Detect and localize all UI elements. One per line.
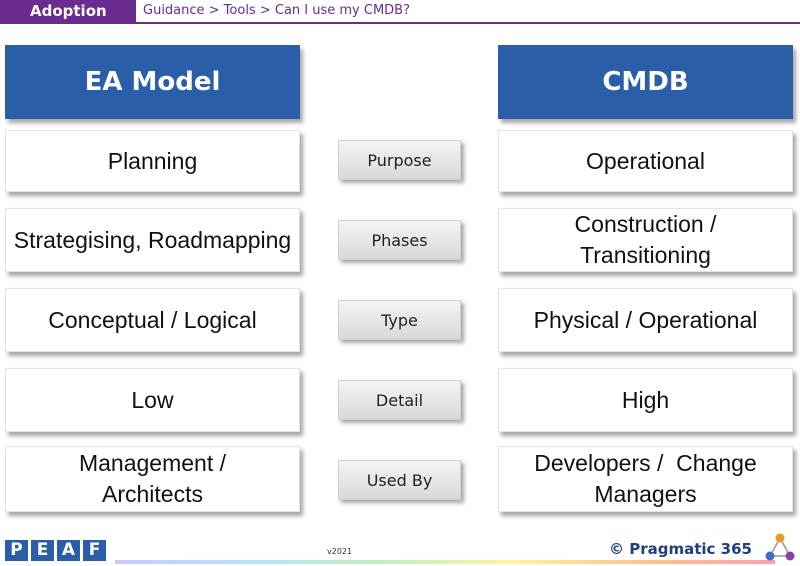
cmdb-type-card: Physical / Operational [498, 288, 793, 352]
purpose-label: Purpose [338, 140, 461, 180]
peaf-logo: P E A F [5, 540, 106, 561]
molecule-icon [765, 533, 795, 561]
ea-users-card: Management / Architects [5, 446, 300, 512]
breadcrumb[interactable]: Guidance > Tools > Can I use my CMDB? [143, 3, 411, 18]
cmdb-users-card: Developers / Change Managers [498, 446, 793, 512]
cmdb-phases-card: Construction / Transitioning [498, 208, 793, 272]
used-by-label: Used By [338, 460, 461, 500]
ea-type-card: Conceptual / Logical [5, 288, 300, 352]
peaf-letter: F [83, 540, 106, 561]
peaf-letter: P [5, 540, 28, 561]
cmdb-detail-card: High [498, 368, 793, 432]
phases-label: Phases [338, 220, 461, 260]
top-bar: Adoption Guidance > Tools > Can I use my… [0, 0, 800, 24]
detail-label: Detail [338, 380, 461, 420]
ea-phases-card: Strategising, Roadmapping [5, 208, 300, 272]
peaf-letter: A [57, 540, 80, 561]
version-label: v2021 [327, 547, 353, 556]
footer-divider [115, 560, 775, 564]
ea-model-header: EA Model [5, 45, 300, 119]
brand-name: © Pragmatic 365 [609, 540, 752, 558]
peaf-letter: E [31, 540, 54, 561]
ea-planning-card: Planning [5, 130, 300, 192]
cmdb-header: CMDB [498, 45, 793, 119]
type-label: Type [338, 300, 461, 340]
ea-detail-card: Low [5, 368, 300, 432]
cmdb-operational-card: Operational [498, 130, 793, 192]
section-tag: Adoption [0, 0, 136, 22]
